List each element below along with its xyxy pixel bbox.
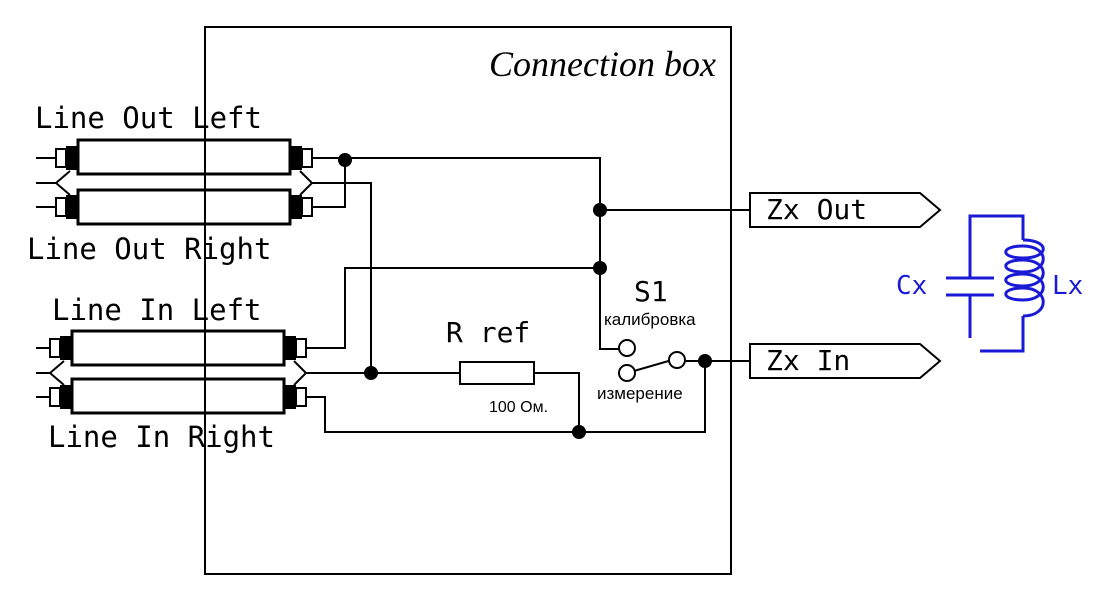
label-line-in-left: Line In Left bbox=[52, 293, 262, 327]
switch-measurement-label: измерение bbox=[597, 384, 683, 403]
line-out-left-cable bbox=[36, 138, 313, 176]
switch-contact-calibration bbox=[618, 339, 636, 357]
rref-label: R ref bbox=[446, 316, 530, 349]
rref-value: 100 Ом. bbox=[489, 399, 548, 416]
junction-dot bbox=[698, 354, 712, 368]
junction-dot bbox=[338, 153, 352, 167]
zx-in-label: Zx In bbox=[766, 344, 850, 377]
zx-out-terminal bbox=[749, 192, 942, 228]
switch-contact-measurement bbox=[618, 364, 636, 382]
lc-load bbox=[946, 214, 1045, 353]
line-in-left-cable bbox=[36, 329, 307, 367]
lx-label: Lx bbox=[1052, 271, 1083, 301]
label-line-out-right: Line Out Right bbox=[27, 232, 271, 266]
cx-label: Cx bbox=[896, 271, 927, 301]
junction-dot bbox=[593, 203, 607, 217]
line-out-right-cable bbox=[36, 188, 313, 226]
switch-label: S1 bbox=[634, 275, 668, 308]
connection-box bbox=[204, 26, 732, 575]
switch-calibration-label: калибровка bbox=[604, 310, 696, 329]
zx-in-terminal bbox=[749, 343, 942, 379]
junction-dot bbox=[364, 366, 378, 380]
label-line-out-left: Line Out Left bbox=[35, 101, 262, 135]
box-title: Connection box bbox=[489, 44, 716, 84]
zx-out-label: Zx Out bbox=[766, 193, 867, 226]
inductor-coil bbox=[1004, 238, 1045, 318]
junction-dot bbox=[572, 425, 586, 439]
resistor-rref bbox=[459, 361, 535, 385]
label-line-in-right: Line In Right bbox=[48, 420, 275, 454]
switch-common bbox=[668, 351, 686, 369]
line-in-right-cable bbox=[36, 377, 307, 415]
junction-dot bbox=[593, 261, 607, 275]
